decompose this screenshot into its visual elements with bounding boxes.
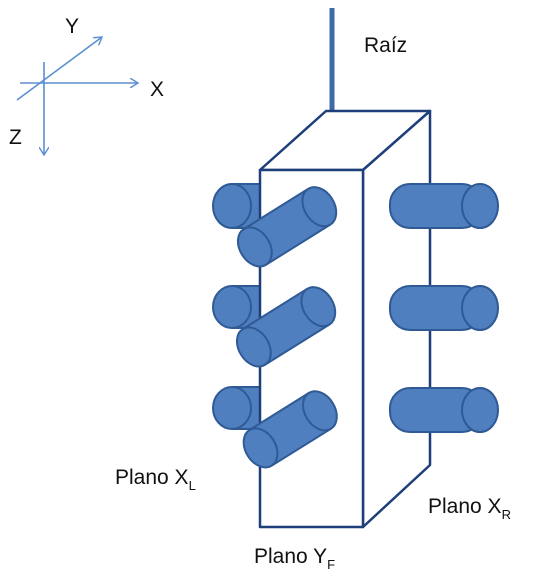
plane-yf-label-subscript: F [327,557,335,572]
x-axis-label: X [150,78,164,101]
coordinate-axes: X Y Z [9,15,164,155]
plane-xl-label-main: Plano X [115,466,189,489]
plane-xr-label: Plano XR [428,495,511,522]
y-axis-label: Y [65,15,79,38]
left-back-cylinder-bottom [212,386,262,430]
right-cylinder-top [389,183,499,229]
left-back-cylinder-top [212,183,262,229]
left-front-cylinders [235,186,338,469]
plane-xl-label-subscript: L [189,478,196,493]
z-axis-label: Z [9,126,22,149]
left-front-cylinder-bottom [242,390,338,469]
plane-yf-label: Plano YF [254,545,335,572]
left-front-cylinder-top [236,186,338,268]
left-front-cylinder-middle [235,286,337,368]
right-cylinder-bottom [389,387,499,433]
left-back-cylinders [212,183,262,430]
plane-yf-label-main: Plano Y [254,545,327,568]
right-cylinder-middle [389,285,499,331]
y-axis-arrow [16,37,102,101]
root-label: Raíz [364,34,407,57]
plane-xr-label-main: Plano X [428,495,502,518]
plane-xl-label: Plano XL [115,466,196,493]
right-cylinders [389,183,499,433]
plane-xr-label-subscript: R [502,507,511,522]
